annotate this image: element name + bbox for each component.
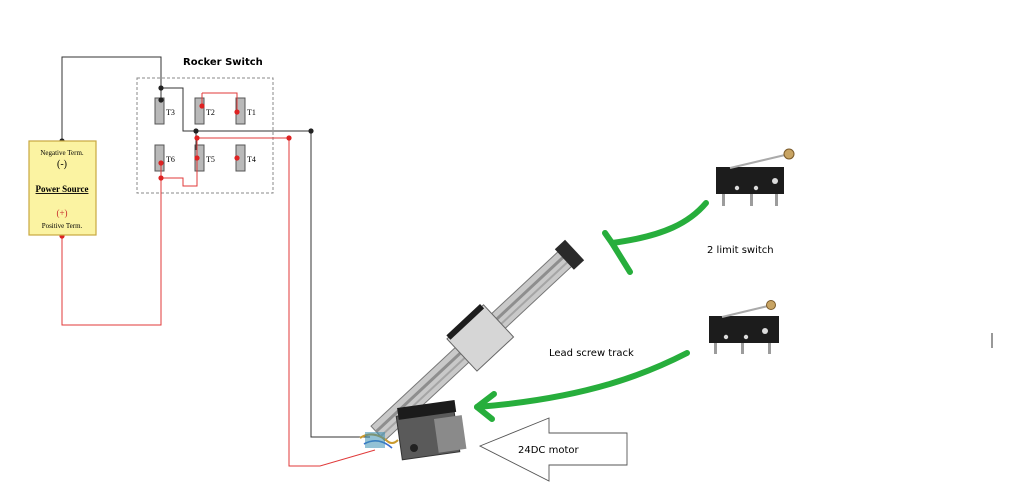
limit-switch-hole [723, 334, 729, 340]
green-arrow-upper [609, 200, 709, 246]
limit-switch-lever [729, 154, 786, 169]
limit-switch-hole [762, 328, 768, 334]
black-wires [61, 56, 370, 438]
negative-symbol: (-) [57, 159, 67, 170]
terminal-label-t4: T4 [247, 155, 256, 164]
end-plate [554, 239, 585, 270]
wire-t3-to-t5 [161, 87, 196, 132]
motor-shaft-icon [410, 444, 418, 452]
positive-symbol: (+) [56, 208, 67, 218]
wire-t2-to-t1 [202, 92, 238, 112]
junction-dot [194, 155, 200, 161]
positive-terminal-label: Positive Term. [42, 222, 83, 230]
junction-dot [234, 109, 240, 115]
junction-dot [158, 85, 164, 91]
limit-switch-hole [743, 334, 749, 340]
limit-switch-hole [753, 185, 759, 191]
limit-switch-hole [772, 178, 778, 184]
limit-switch-body [709, 316, 779, 343]
limit-switch-pin [768, 343, 771, 354]
limit-switch-pin [741, 343, 744, 354]
wire-negative-to-t3 [61, 56, 162, 141]
junction-dot [308, 128, 314, 134]
motor-connector [365, 432, 385, 448]
junction-dot [199, 103, 205, 109]
stepper-motor [359, 399, 467, 461]
terminal-label-t5: T5 [206, 155, 215, 164]
motor-callout-arrow [478, 417, 628, 482]
wire-positive-to-t6 [61, 178, 162, 326]
limit-switch-upper [716, 148, 795, 206]
power-source-title: Power Source [36, 184, 89, 194]
rocker-switch: Rocker Switch T3 T2 T1 T6 T5 T4 [136, 57, 274, 194]
terminal-t6 [154, 144, 165, 172]
motor-label: 24DC motor [518, 445, 579, 456]
red-wires [61, 92, 376, 467]
limit-switch-pin [714, 343, 717, 354]
junction-dot [193, 128, 199, 134]
wire-switch-to-motor-red [197, 137, 376, 467]
green-arrow-lower [474, 350, 690, 410]
junction-dots [59, 85, 314, 239]
limit-switch-pin [775, 194, 778, 206]
motor-mount [397, 399, 457, 420]
lead-screw-track [370, 239, 585, 442]
green-arrows [474, 200, 709, 422]
limit-switch-lever [721, 305, 769, 318]
limit-switch-pin [722, 194, 725, 206]
negative-terminal-label: Negative Term. [40, 149, 84, 157]
power-source-box [28, 140, 97, 236]
lead-screw-label: Lead screw track [549, 348, 634, 359]
junction-dot [158, 160, 164, 166]
carriage-plate [446, 303, 485, 340]
junction-dot [194, 135, 200, 141]
green-arrow-upper-head-icon [602, 230, 633, 275]
junction-dot [234, 155, 240, 161]
motor-side [433, 415, 467, 453]
terminal-label-t2: T2 [206, 108, 215, 117]
terminal-label-t3: T3 [166, 108, 175, 117]
rocker-switch-title: Rocker Switch [183, 57, 263, 68]
limit-switch-label: 2 limit switch [707, 245, 774, 256]
limit-switch-lower [709, 300, 779, 354]
green-arrow-lower-head-icon [474, 391, 497, 422]
limit-switch-roller [766, 300, 776, 310]
rocker-switch-outline [136, 77, 274, 194]
power-source: Negative Term. (-) Power Source (+) Posi… [28, 140, 97, 236]
junction-dot [158, 97, 164, 103]
junction-dot [158, 175, 164, 181]
limit-switch-pin [750, 194, 753, 206]
wire-t6-to-t5 [161, 138, 198, 187]
junction-dot [286, 135, 292, 141]
limit-switch-hole [734, 185, 740, 191]
terminal-label-t1: T1 [247, 108, 256, 117]
terminal-t2 [194, 97, 205, 125]
wire-switch-to-motor-black [196, 130, 370, 438]
limit-switch-roller [783, 148, 795, 160]
terminal-label-t6: T6 [166, 155, 175, 164]
